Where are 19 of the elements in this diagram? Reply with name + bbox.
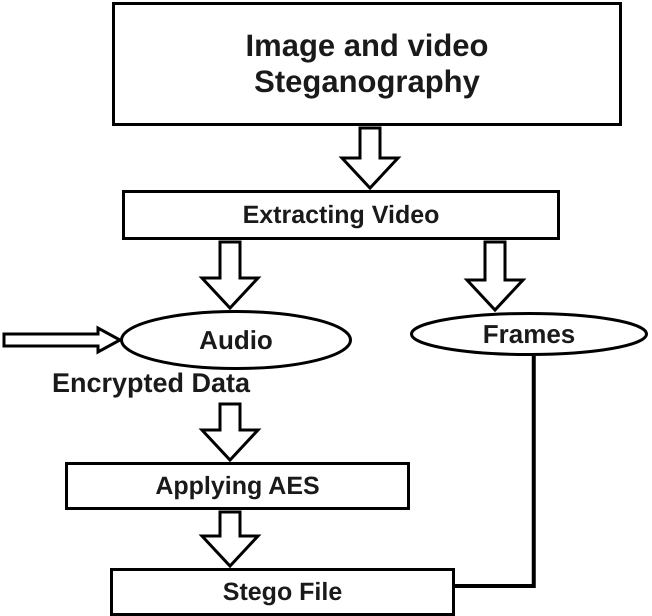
process-box bbox=[110, 568, 455, 616]
process-box bbox=[65, 462, 410, 510]
node-text: Extracting Video bbox=[242, 200, 440, 230]
connector-line bbox=[455, 356, 536, 588]
node-text: Frames bbox=[482, 318, 576, 350]
block-arrow bbox=[338, 126, 402, 190]
node-text: Stego File bbox=[222, 578, 342, 606]
ellipse-node bbox=[410, 312, 648, 356]
block-arrow bbox=[198, 402, 262, 462]
block-arrow bbox=[198, 240, 262, 310]
block-arrow bbox=[198, 510, 262, 568]
edge-label: Encrypted Data bbox=[52, 368, 250, 399]
node-text: Image and video Steganography bbox=[244, 28, 490, 100]
node-text: Audio bbox=[199, 324, 273, 356]
process-box bbox=[112, 2, 622, 126]
block-arrow bbox=[464, 240, 526, 312]
ellipse-node bbox=[120, 310, 352, 370]
process-box bbox=[122, 190, 560, 240]
node-text: Applying AES bbox=[155, 472, 320, 500]
